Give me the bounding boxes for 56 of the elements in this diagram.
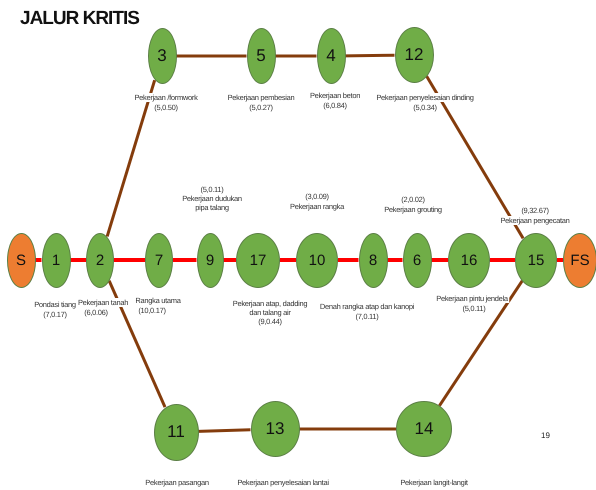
node-number: S bbox=[16, 252, 26, 268]
node-number: 13 bbox=[266, 419, 284, 439]
node-number: 12 bbox=[404, 45, 424, 65]
connector-line bbox=[338, 258, 358, 262]
node-number: 9 bbox=[206, 252, 214, 268]
connector-line bbox=[388, 258, 402, 262]
node-number: 5 bbox=[256, 46, 266, 66]
connector-line bbox=[345, 54, 395, 58]
node-ellipse bbox=[402, 232, 432, 288]
connector-line bbox=[432, 258, 448, 262]
node-number: 14 bbox=[414, 419, 434, 439]
node-number: 15 bbox=[528, 252, 544, 268]
connector-line bbox=[114, 258, 145, 262]
node-number: 11 bbox=[167, 422, 185, 442]
node-number: 6 bbox=[412, 252, 422, 268]
node-ellipse bbox=[86, 232, 114, 288]
node-ellipse bbox=[6, 232, 36, 288]
node-number: 7 bbox=[154, 252, 164, 268]
connector-line bbox=[438, 280, 524, 406]
node-ellipse bbox=[515, 232, 557, 288]
node-number: 1 bbox=[52, 252, 60, 268]
diagram-title: JALUR KRITIS bbox=[20, 8, 139, 30]
node-number: 2 bbox=[96, 252, 104, 268]
connector-line bbox=[198, 428, 251, 433]
connector-line bbox=[300, 428, 396, 430]
node-number: 8 bbox=[368, 252, 378, 268]
connector-line bbox=[557, 258, 563, 262]
node-number: 4 bbox=[326, 46, 336, 66]
node-number: 3 bbox=[157, 46, 167, 66]
connector-line bbox=[173, 258, 196, 262]
node-ellipse bbox=[154, 404, 198, 460]
node-ellipse bbox=[296, 232, 338, 288]
node-ellipse bbox=[563, 232, 596, 288]
node-number: 17 bbox=[250, 252, 266, 268]
node-ellipse bbox=[448, 232, 490, 288]
node-ellipse bbox=[145, 232, 173, 288]
connector-line bbox=[224, 258, 236, 262]
connector-line bbox=[108, 280, 166, 408]
page-number: 19 bbox=[541, 431, 550, 440]
node-ellipse bbox=[236, 232, 280, 288]
connector-line bbox=[70, 258, 86, 262]
node-ellipse bbox=[148, 28, 176, 84]
connector-line bbox=[106, 80, 156, 237]
node-ellipse bbox=[42, 232, 70, 288]
connector-line bbox=[425, 76, 524, 240]
connector-line bbox=[36, 258, 42, 262]
node-ellipse bbox=[196, 232, 224, 288]
connector-line bbox=[280, 258, 296, 262]
connector-line bbox=[490, 258, 515, 262]
connector-line bbox=[176, 54, 246, 58]
node-number: FS bbox=[570, 252, 590, 268]
node-ellipse bbox=[358, 232, 388, 288]
node-number: 16 bbox=[460, 252, 478, 268]
connector-line bbox=[276, 54, 316, 58]
node-number: 10 bbox=[308, 252, 326, 268]
node-ellipse bbox=[394, 27, 434, 83]
